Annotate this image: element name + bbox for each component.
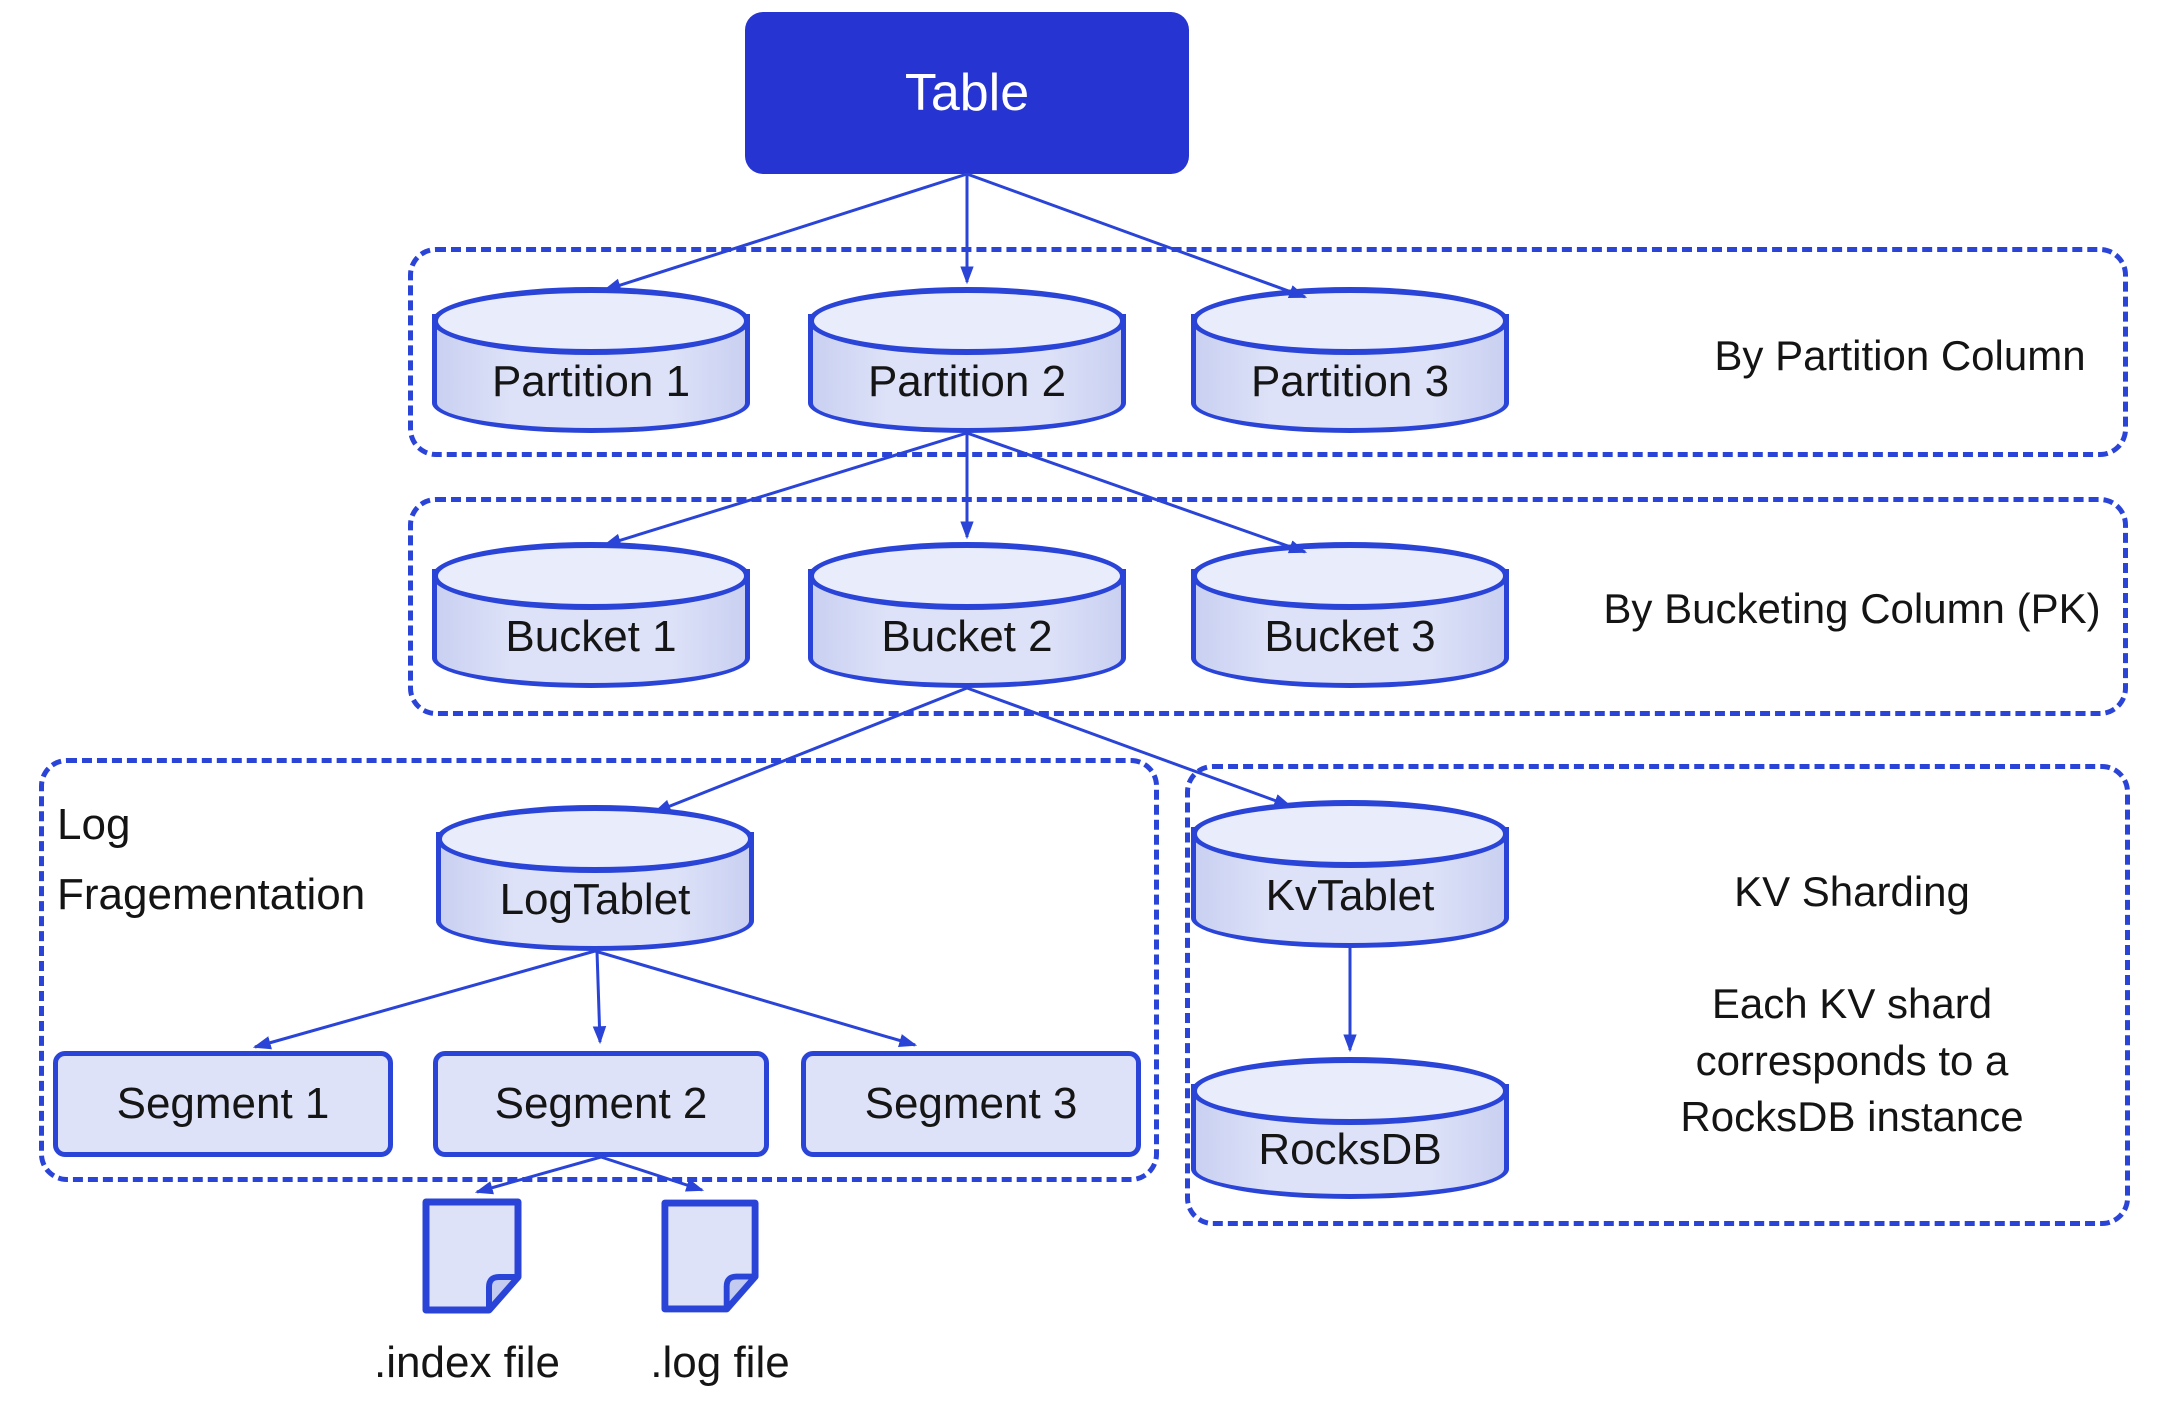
rocksdb-label: RocksDB xyxy=(1258,1125,1442,1174)
bucket-1-label: Bucket 1 xyxy=(505,612,677,661)
rocksdb-cylinder: RocksDB xyxy=(1191,1057,1509,1199)
index-file-icon xyxy=(422,1198,522,1314)
kvtablet-label: KvTablet xyxy=(1265,871,1435,920)
bucket-1-cylinder: Bucket 1 xyxy=(432,542,750,688)
bucket-2-label: Bucket 2 xyxy=(881,612,1053,661)
log-group-caption: Log Fragementation xyxy=(57,800,366,920)
segment-1-node: Segment 1 xyxy=(53,1051,393,1157)
bucket-2-cylinder: Bucket 2 xyxy=(808,542,1126,688)
kv-sharding-group-box xyxy=(1185,764,2130,1226)
segment-2-node: Segment 2 xyxy=(433,1051,769,1157)
partition-3-label: Partition 3 xyxy=(1250,357,1450,406)
kv-group-note: Each KV shard corresponds to a RocksDB i… xyxy=(1680,980,2024,1141)
log-file-icon xyxy=(661,1199,759,1313)
segment-2-label: Segment 2 xyxy=(494,1079,708,1128)
bucket-group-caption: By Bucketing Column (PK) xyxy=(1603,585,2101,632)
partition-3-cylinder: Partition 3 xyxy=(1191,287,1509,433)
table-node-label: Table xyxy=(904,64,1030,122)
segment-3-label: Segment 3 xyxy=(864,1079,1078,1128)
partition-1-cylinder: Partition 1 xyxy=(432,287,750,433)
kv-group-caption: KV Sharding xyxy=(1734,868,1970,915)
table-node: Table xyxy=(745,12,1189,174)
segment-1-label: Segment 1 xyxy=(116,1079,330,1128)
partition-1-label: Partition 1 xyxy=(491,357,691,406)
index-file-label: .index file xyxy=(374,1338,560,1387)
bucket-3-cylinder: Bucket 3 xyxy=(1191,542,1509,688)
logtablet-label: LogTablet xyxy=(499,875,691,924)
bucket-3-label: Bucket 3 xyxy=(1264,612,1436,661)
segment-3-node: Segment 3 xyxy=(801,1051,1141,1157)
log-file-label: .log file xyxy=(650,1338,790,1387)
partition-group-caption: By Partition Column xyxy=(1714,332,2086,379)
partition-2-cylinder: Partition 2 xyxy=(808,287,1126,433)
partition-2-label: Partition 2 xyxy=(867,357,1067,406)
logtablet-cylinder: LogTablet xyxy=(436,805,754,951)
kvtablet-cylinder: KvTablet xyxy=(1191,800,1509,948)
